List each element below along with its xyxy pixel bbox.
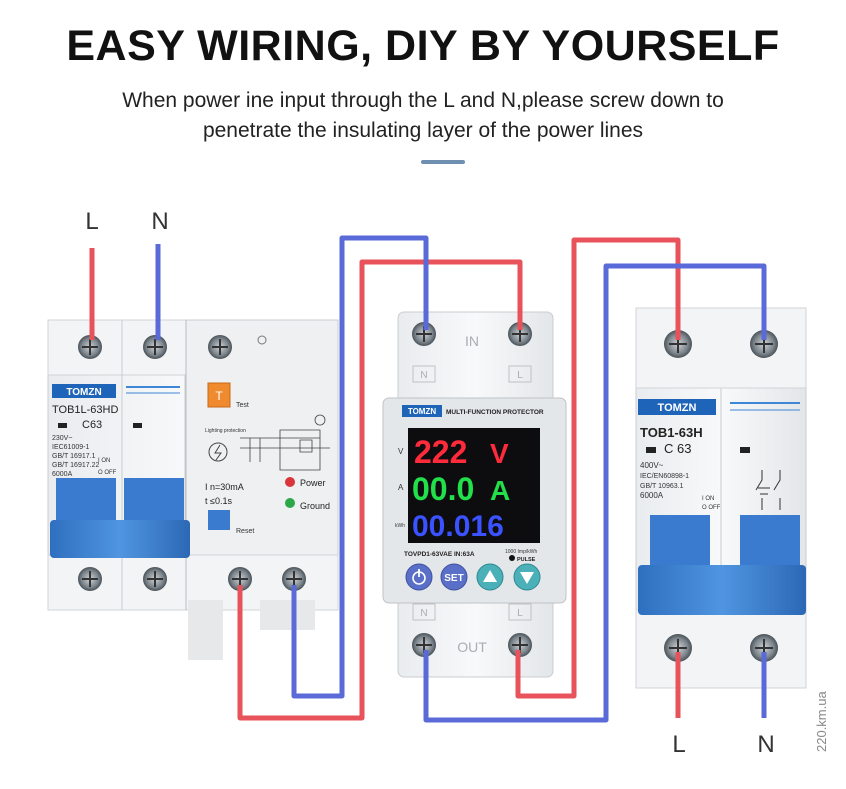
right-breaker-handle[interactable] <box>638 565 806 615</box>
test-label: Test <box>236 402 249 409</box>
left-breaker-toggle-1[interactable] <box>56 478 116 520</box>
svg-text:T: T <box>215 389 223 403</box>
left-breaker-toggle-2[interactable] <box>124 478 184 520</box>
in-label: IN <box>465 333 479 349</box>
ground-led <box>285 498 295 508</box>
right-spec-4: 6000A <box>640 491 664 500</box>
left-breaker-out-screw-l <box>228 567 252 591</box>
protector-model: TOVPD1-63VAE IN:63A <box>404 551 475 558</box>
in-terminal-l: L <box>517 370 523 381</box>
input-neutral-label: N <box>151 208 168 235</box>
right-breaker-toggle-1[interactable] <box>650 515 710 565</box>
page-title: EASY WIRING, DIY BY YOURSELF <box>66 22 780 70</box>
right-spec-1: 400V~ <box>640 461 664 470</box>
current-unit: A <box>490 475 510 506</box>
up-button[interactable] <box>476 563 504 591</box>
down-arrow-icon <box>520 572 534 584</box>
protector-out-screw-n <box>412 633 436 657</box>
right-spec-2: IEC/EN60898-1 <box>640 473 689 480</box>
left-on-label: I ON <box>98 458 110 464</box>
protector-to-mcb-live <box>515 237 681 699</box>
right-spec-3: GB/T 10963.1 <box>640 483 684 490</box>
left-brand-text: TOMZN <box>66 387 101 398</box>
output-live-label: L <box>672 731 685 758</box>
right-breaker: TOMZN TOB1-63H C 63 400V~ IEC/EN60898-1 … <box>635 307 807 689</box>
left-breaker-handle[interactable] <box>50 520 190 558</box>
pulse-rate: 1000 Imp/kWh <box>505 549 537 555</box>
watermark: 220.km.ua <box>814 691 829 752</box>
right-model: TOB1-63H <box>640 425 703 440</box>
left-off-label: O OFF <box>98 470 117 476</box>
right-on-label: I ON <box>702 496 714 502</box>
left-rating: C63 <box>82 419 102 431</box>
set-button-label: SET <box>444 573 463 584</box>
breaker-to-protector-live <box>237 259 523 721</box>
left-spec-1: 230V~ <box>52 435 72 442</box>
circuit-schematic-icon <box>240 414 330 471</box>
left-breaker-bottom-screw-2 <box>143 567 167 591</box>
breaker-to-protector-neutral <box>291 235 429 699</box>
right-brand-text: TOMZN <box>658 402 697 414</box>
left-breaker-bottom-screw-1 <box>78 567 102 591</box>
left-brand-badge <box>52 384 116 398</box>
pulse-led <box>509 555 515 561</box>
out-label: OUT <box>457 639 487 655</box>
protector-to-mcb-neutral <box>423 263 767 723</box>
out-terminal-l: L <box>517 608 523 619</box>
page-subtitle: When power ine input through the L and N… <box>122 89 724 142</box>
title-divider <box>421 160 465 164</box>
left-breaker-out-screw-n <box>282 567 306 591</box>
right-off-label: O OFF <box>702 505 721 511</box>
lightning-label: Lighting protection <box>205 428 246 434</box>
up-arrow-icon <box>483 570 497 582</box>
energy-readout: 00.016 <box>412 510 504 543</box>
right-schematic-icon <box>755 470 781 510</box>
right-brand-badge <box>638 399 716 415</box>
protector-brand-badge <box>402 405 442 417</box>
voltage-readout: 222 <box>414 434 467 470</box>
left-spec-5: 6000A <box>52 471 73 478</box>
input-live-label: L <box>85 208 98 235</box>
output-neutral-label: N <box>757 731 774 758</box>
reset-button[interactable] <box>208 510 230 530</box>
out-terminal-n: N <box>420 608 427 619</box>
left-spec-2: IEC61009-1 <box>52 444 89 451</box>
right-breaker-toggle-2[interactable] <box>740 515 800 565</box>
left-breaker: TOMZN TOB1L-63HD C63 230V~ IEC61009-1 GB… <box>47 319 339 660</box>
set-button[interactable]: SET <box>440 563 468 591</box>
right-rating: C 63 <box>664 441 691 456</box>
lcd-display <box>408 428 540 543</box>
side-letter-kwh: kWh <box>395 523 405 529</box>
current-spec: I n=30mA <box>205 482 244 492</box>
down-button[interactable] <box>513 563 541 591</box>
ground-label: Ground <box>300 501 330 511</box>
power-button[interactable] <box>405 563 433 591</box>
left-spec-3: GB/T 16917.1 <box>52 453 96 460</box>
pulse-label: PULSE <box>517 557 536 563</box>
protector-brand: TOMZN <box>408 407 437 416</box>
side-letter-a: A <box>398 483 404 492</box>
left-model: TOB1L-63HD <box>52 404 118 416</box>
protector-out-screw-l <box>508 633 532 657</box>
left-breaker-top-screw-n <box>143 335 167 359</box>
left-breaker-top-screw-aux <box>208 335 232 359</box>
protector-title: MULTI-FUNCTION PROTECTOR <box>446 409 544 416</box>
wires <box>89 235 767 723</box>
lightning-icon <box>208 442 228 462</box>
time-spec: t ≤0.1s <box>205 496 232 506</box>
test-button[interactable] <box>207 382 231 408</box>
power-led <box>285 477 295 487</box>
left-breaker-top-screw-l <box>78 335 102 359</box>
current-readout: 00.0 <box>412 471 474 507</box>
power-label: Power <box>300 478 326 488</box>
voltage-unit: V <box>490 438 509 469</box>
multi-function-protector: IN N L TOMZN MULTI-FUNCTION PROTECTOR V … <box>382 311 567 678</box>
left-spec-4: GB/T 16917.22 <box>52 462 99 469</box>
reset-label: Reset <box>236 528 254 535</box>
side-letter-v: V <box>398 447 404 456</box>
protector-in-screw-n <box>412 322 436 346</box>
in-terminal-n: N <box>420 370 427 381</box>
